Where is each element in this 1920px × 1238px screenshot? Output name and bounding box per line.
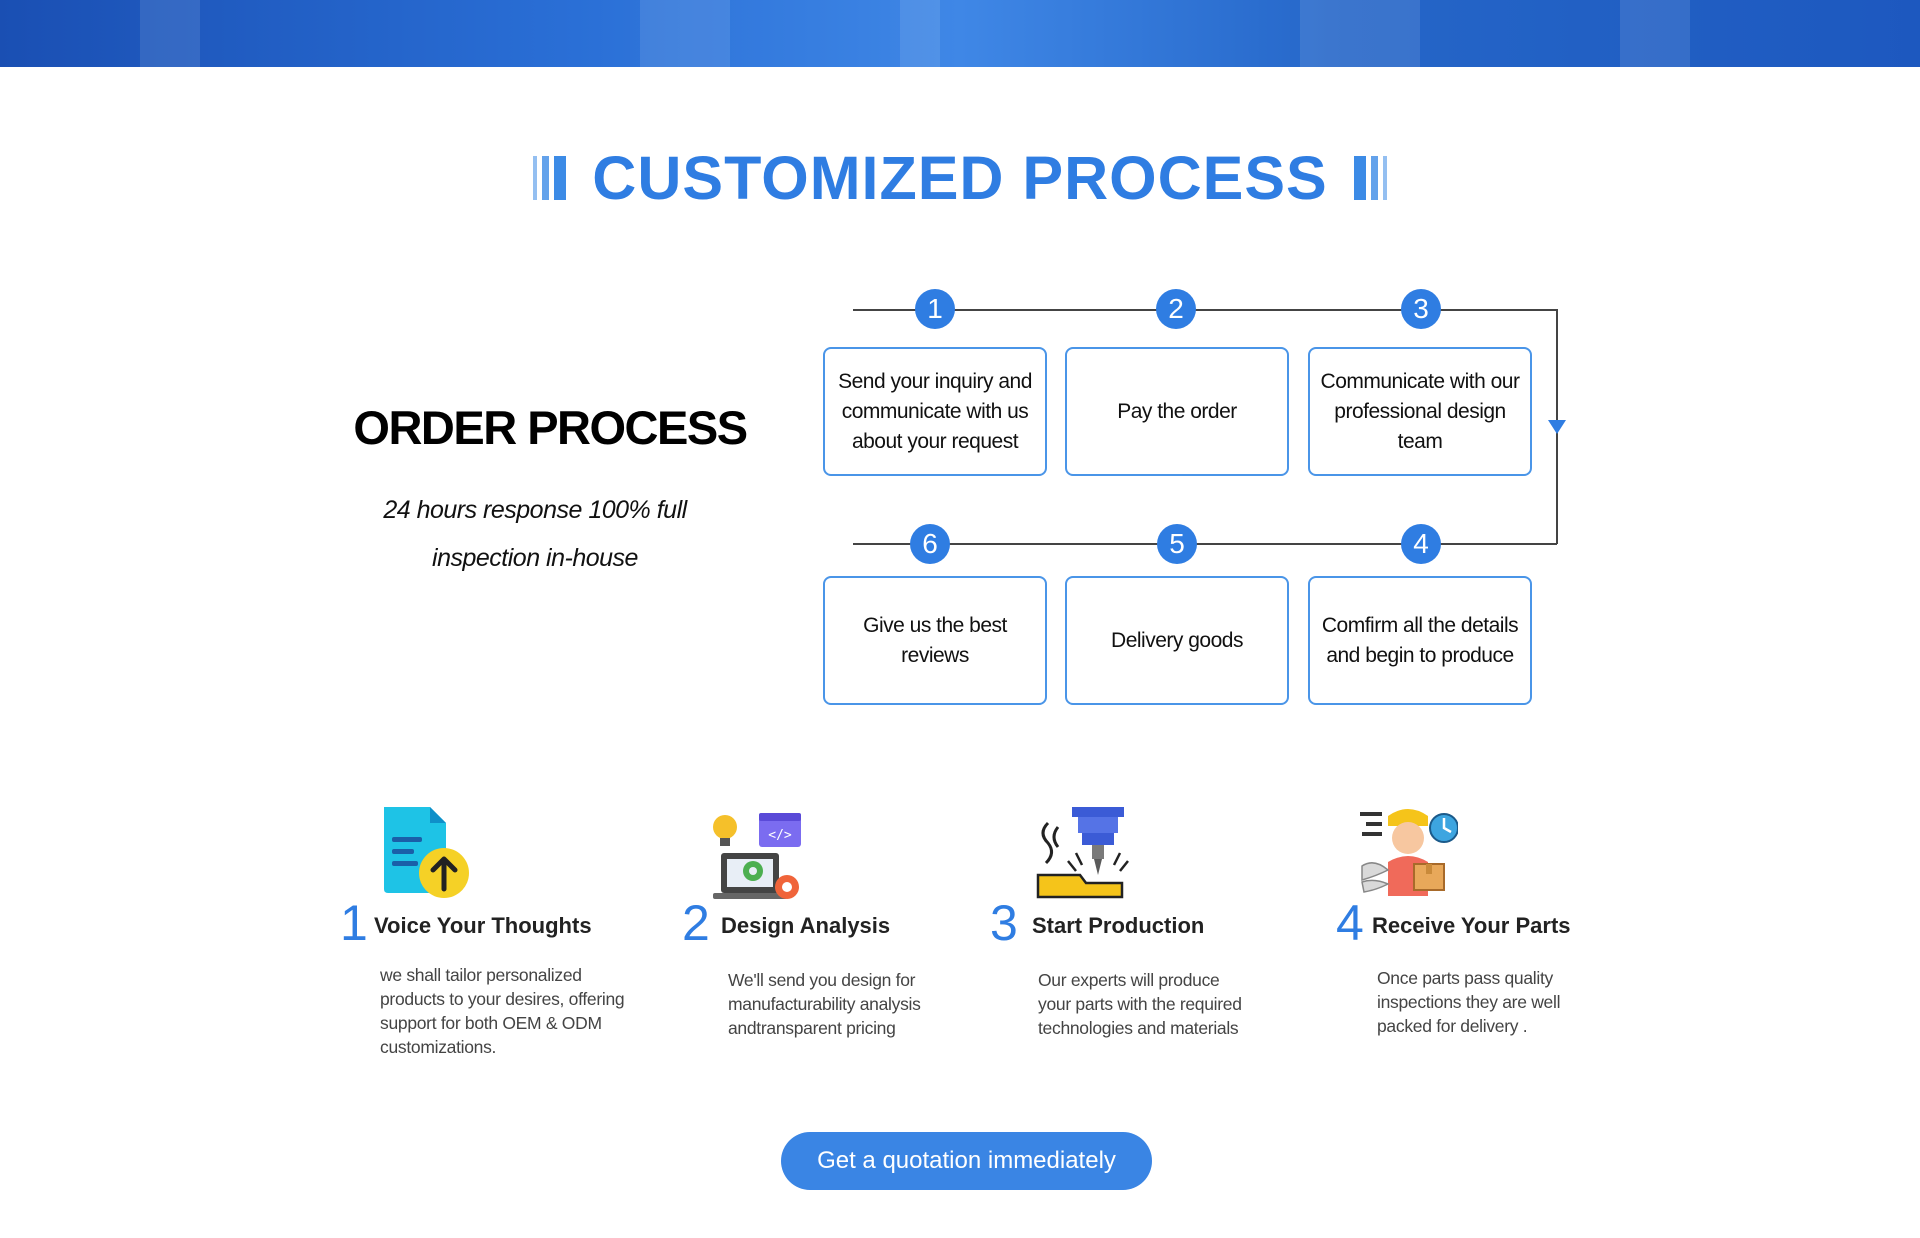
- feature-number-4: 4: [1336, 895, 1364, 951]
- step-number-2: 2: [1156, 289, 1196, 329]
- step-box-6: Give us the best reviews: [823, 576, 1047, 705]
- flow-line-bottom: [853, 543, 1557, 545]
- get-quotation-button[interactable]: Get a quotation immediately: [781, 1132, 1152, 1190]
- feature-number-1: 1: [340, 895, 368, 951]
- top-banner: [0, 0, 1920, 67]
- production-drill-icon: [1036, 807, 1129, 899]
- order-subtitle-line-1: 24 hours response 100% full: [383, 496, 687, 524]
- feature-number-3: 3: [990, 895, 1018, 951]
- svg-text:</>: </>: [768, 828, 792, 843]
- feature-desc-3: Our experts will produce your parts with…: [1038, 970, 1242, 1038]
- step-box-4: Comfirm all the details and begin to pro…: [1308, 576, 1532, 705]
- delivery-courier-icon: [1360, 809, 1458, 896]
- step-box-5: Delivery goods: [1065, 576, 1289, 705]
- step-box-3: Communicate with our professional design…: [1308, 347, 1532, 476]
- step-number-6: 6: [910, 524, 950, 564]
- feature-title-4: Receive Your Parts: [1372, 913, 1571, 938]
- step-box-1: Send your inquiry and communicate with u…: [823, 347, 1047, 476]
- flow-arrow-down-icon: [1548, 420, 1566, 434]
- document-upload-icon: [384, 807, 469, 898]
- order-process-title: ORDER PROCESS: [353, 401, 748, 454]
- heading-bars-right-icon: [1353, 155, 1387, 201]
- feature-title-1: Voice Your Thoughts: [374, 913, 592, 938]
- feature-desc-4: Once parts pass quality inspections they…: [1377, 968, 1561, 1036]
- order-process-subtitle: 24 hours response 100% full inspection i…: [330, 486, 740, 582]
- feature-number-2: 2: [682, 895, 710, 951]
- feature-title-2: Design Analysis: [721, 913, 891, 938]
- flow-line-top: [853, 309, 1557, 311]
- page-title: CUSTOMIZED PROCESS: [592, 143, 1328, 212]
- step-number-4: 4: [1401, 524, 1441, 564]
- design-analysis-icon: </>: [713, 813, 801, 899]
- feature-desc-1: we shall tailor personalized products to…: [380, 965, 625, 1057]
- heading-bars-left-icon: [533, 155, 567, 201]
- step-number-1: 1: [915, 289, 955, 329]
- step-box-2: Pay the order: [1065, 347, 1289, 476]
- order-subtitle-line-2: inspection in-house: [432, 544, 638, 572]
- step-number-3: 3: [1401, 289, 1441, 329]
- section-heading: CUSTOMIZED PROCESS: [0, 140, 1920, 215]
- feature-title-3: Start Production: [1032, 913, 1205, 938]
- step-number-5: 5: [1157, 524, 1197, 564]
- feature-desc-2: We'll send you design for manufacturabil…: [728, 970, 921, 1038]
